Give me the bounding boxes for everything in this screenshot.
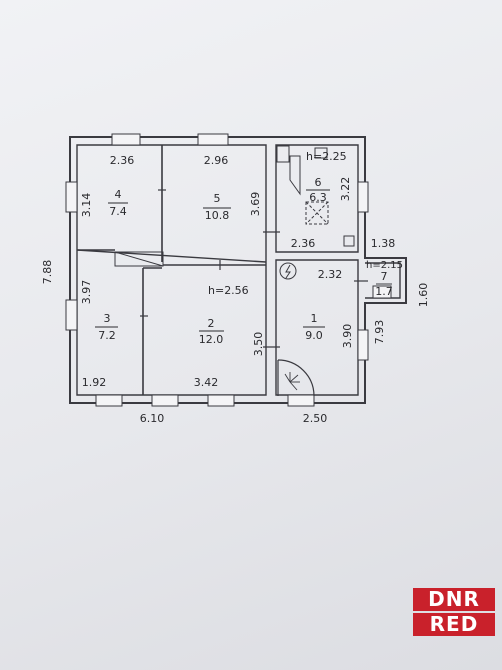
dim-side-room1: 3.90 [341,324,354,349]
sunburst-icon [284,372,300,391]
dim-side-room3: 3.97 [80,280,93,305]
height-room-2: h=2.56 [208,284,249,297]
dim-side-room2: 3.50 [252,332,265,357]
room-6-number: 6 [315,176,322,189]
watermark-logo: DNR RED [413,588,495,638]
room-1-number: 1 [311,312,318,325]
dim-bottom-right: 2.50 [303,412,328,425]
watermark-line-2: RED [413,613,495,636]
room-4-area: 7.4 [109,205,127,218]
dim-room3-bottom: 1.92 [82,376,107,389]
dim-room1-top: 2.32 [318,268,343,281]
dim-room6-bottom: 2.36 [291,237,316,250]
dim-side-room7: 1.60 [417,283,430,308]
windows [65,133,392,407]
dim-side-room4: 3.14 [80,193,93,218]
stair-marker [114,251,164,267]
dim-side-room5: 3.69 [249,192,262,217]
room-5-area: 10.8 [205,209,230,222]
room-3-number: 3 [104,312,111,325]
dim-top-room5: 2.96 [204,154,229,167]
height-room-6: h=2.25 [306,150,347,163]
door-arc [277,359,315,397]
door-ticks [140,189,368,348]
room-1-area: 9.0 [305,329,323,342]
dim-side-room6: 3.22 [339,177,352,202]
dim-top-room4: 2.36 [110,154,135,167]
height-room-7: h=2.15 [366,260,403,271]
electric-icon [279,262,297,280]
room-6-area: 6.3 [309,191,327,204]
dim-bottom-left: 6.10 [140,412,165,425]
room-2-number: 2 [208,317,215,330]
dim-room7-top: 1.38 [371,237,396,250]
room-4-number: 4 [115,188,122,201]
kitchen-fixtures [276,145,355,247]
outer-wall [69,136,407,404]
room-7-number: 7 [381,270,388,283]
room-7-area: 1.7 [375,285,393,298]
room-5-number: 5 [214,192,221,205]
wall-upper-lower [76,249,267,263]
inner-wall-outline [76,144,267,396]
watermark-line-1: DNR [413,588,495,611]
room-3-area: 7.2 [98,329,116,342]
dim-overall-right: 7.93 [373,320,386,345]
room-2-area: 12.0 [199,333,224,346]
room1-outline [275,259,359,396]
room6-outline [275,144,359,253]
dim-overall-left: 7.88 [41,260,54,285]
dim-room2-bottom: 3.42 [194,376,219,389]
